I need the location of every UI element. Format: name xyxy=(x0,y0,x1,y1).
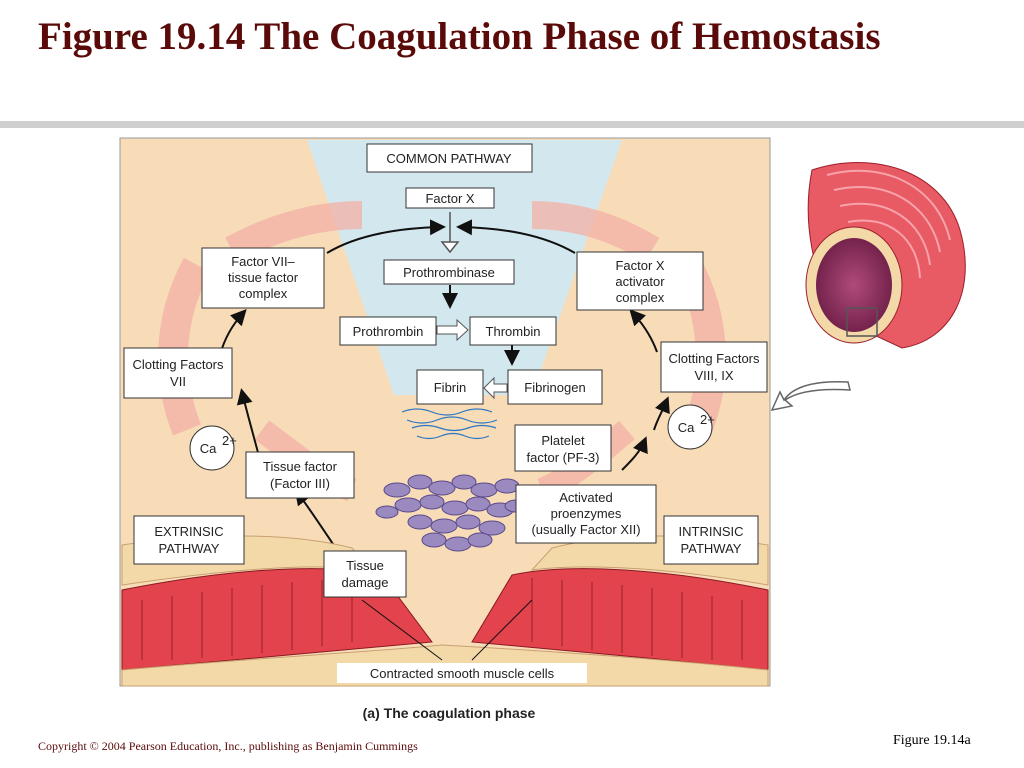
clotting-factors-vii-box: Clotting Factors VII xyxy=(123,347,233,399)
factor-vii-complex-line-3: complex xyxy=(239,286,288,301)
common-pathway-label: COMMON PATHWAY xyxy=(386,151,512,166)
tissue-factor-line-2: (Factor III) xyxy=(270,476,330,491)
cycle-arrow-top-right xyxy=(531,201,660,262)
activated-proenzymes-line-2: proenzymes xyxy=(551,506,622,521)
calcium-right-charge: 2+ xyxy=(700,412,715,427)
muscle-cell-outlines xyxy=(141,578,743,660)
calcium-right-label: Ca xyxy=(678,420,695,435)
calcium-left-label: Ca xyxy=(200,441,217,456)
tissue-damage-box: Tissue damage xyxy=(323,550,407,598)
coagulation-figure: COMMON PATHWAY Factor X Prothrombinase P… xyxy=(112,130,972,728)
slide-title: Figure 19.14 The Coagulation Phase of He… xyxy=(38,15,881,58)
platelet-factor-box: Platelet factor (PF-3) xyxy=(514,424,612,472)
extrinsic-pathway-box: EXTRINSIC PATHWAY xyxy=(133,515,245,565)
factor-vii-complex-box: Factor VII– tissue factor complex xyxy=(201,247,325,309)
prothrombinase-label: Prothrombinase xyxy=(403,265,495,280)
leader-muscle-left xyxy=(361,599,443,661)
smooth-muscle-label: Contracted smooth muscle cells xyxy=(370,666,555,681)
tissue-factor-line-1: Tissue factor xyxy=(263,459,338,474)
factor-x-label: Factor X xyxy=(425,191,474,206)
fibrinogen-box: Fibrinogen xyxy=(507,369,603,405)
thrombin-label: Thrombin xyxy=(486,324,541,339)
clotting-factors-vii-line-1: Clotting Factors xyxy=(132,357,224,372)
arrow-prothrombin-to-thrombin xyxy=(436,318,469,342)
arrow-proenzymes-up xyxy=(621,436,648,471)
factor-x-activator-line-3: complex xyxy=(616,290,665,305)
tissue-damage-line-2: damage xyxy=(342,575,389,590)
clotting-factors-viii-ix-box: Clotting Factors VIII, IX xyxy=(660,341,768,393)
activated-proenzymes-line-1: Activated xyxy=(559,490,612,505)
arrow-vii-to-factor-x xyxy=(326,219,446,254)
clotting-factors-viii-ix-line-2: VIII, IX xyxy=(694,368,733,383)
tissue-factor-box: Tissue factor (Factor III) xyxy=(245,451,355,499)
arrow-factor-x-down xyxy=(440,212,460,254)
prothrombin-box: Prothrombin xyxy=(339,316,437,346)
arrow-platelet-up xyxy=(653,396,670,431)
fibrin-label: Fibrin xyxy=(434,380,467,395)
extrinsic-pathway-line-2: PATHWAY xyxy=(159,541,220,556)
title-divider xyxy=(0,121,1024,128)
fibrin-box: Fibrin xyxy=(416,369,484,405)
prothrombin-label: Prothrombin xyxy=(353,324,424,339)
arrow-fibrinogen-to-fibrin xyxy=(483,376,508,400)
zoom-pointer-arrow xyxy=(770,380,851,412)
calcium-left-charge: 2+ xyxy=(222,433,237,448)
intrinsic-pathway-line-2: PATHWAY xyxy=(681,541,742,556)
figure-reference: Figure 19.14a xyxy=(893,733,971,748)
coagulation-diagram: COMMON PATHWAY Factor X Prothrombinase P… xyxy=(119,137,966,721)
cycle-arrow-top-left xyxy=(225,201,363,263)
vessel-lumen xyxy=(816,238,892,332)
tissue-damage-line-1: Tissue xyxy=(346,558,384,573)
leader-muscle-right xyxy=(471,599,533,661)
factor-vii-complex-line-1: Factor VII– xyxy=(231,254,295,269)
platelet-cluster xyxy=(375,474,528,552)
calcium-left: Ca 2+ xyxy=(189,425,237,471)
factor-vii-complex-line-2: tissue factor xyxy=(228,270,299,285)
platelet-factor-line-1: Platelet xyxy=(541,433,585,448)
thrombin-box: Thrombin xyxy=(469,316,557,346)
copyright-notice: Copyright © 2004 Pearson Education, Inc.… xyxy=(38,739,418,753)
activated-proenzymes-box: Activated proenzymes (usually Factor XII… xyxy=(515,484,657,544)
vessel-zoom-box xyxy=(846,307,878,337)
prothrombinase-box: Prothrombinase xyxy=(383,259,515,285)
extrinsic-pathway-line-1: EXTRINSIC xyxy=(154,524,223,539)
clotting-factors-vii-line-2: VII xyxy=(170,374,186,389)
factor-x-box: Factor X xyxy=(405,187,495,209)
figure-caption: (a) The coagulation phase xyxy=(363,705,536,721)
activated-proenzymes-line-3: (usually Factor XII) xyxy=(531,522,640,537)
arrow-activator-to-factor-x xyxy=(456,219,576,254)
blood-vessel-illustration xyxy=(770,162,966,412)
calcium-right: Ca 2+ xyxy=(667,404,715,450)
intrinsic-pathway-line-1: INTRINSIC xyxy=(679,524,744,539)
fibrin-mesh xyxy=(401,408,498,440)
factor-x-activator-box: Factor X activator complex xyxy=(576,251,704,311)
clotting-factors-viii-ix-line-1: Clotting Factors xyxy=(668,351,760,366)
platelet-factor-line-2: factor (PF-3) xyxy=(527,450,600,465)
factor-x-activator-line-2: activator xyxy=(615,274,665,289)
common-pathway-box: COMMON PATHWAY xyxy=(366,143,533,173)
fibrinogen-label: Fibrinogen xyxy=(524,380,585,395)
intrinsic-pathway-box: INTRINSIC PATHWAY xyxy=(663,515,759,565)
factor-x-activator-line-1: Factor X xyxy=(615,258,664,273)
arrow-clotting-viii-up xyxy=(629,309,658,353)
smooth-muscle-label-box: Contracted smooth muscle cells xyxy=(337,663,587,683)
